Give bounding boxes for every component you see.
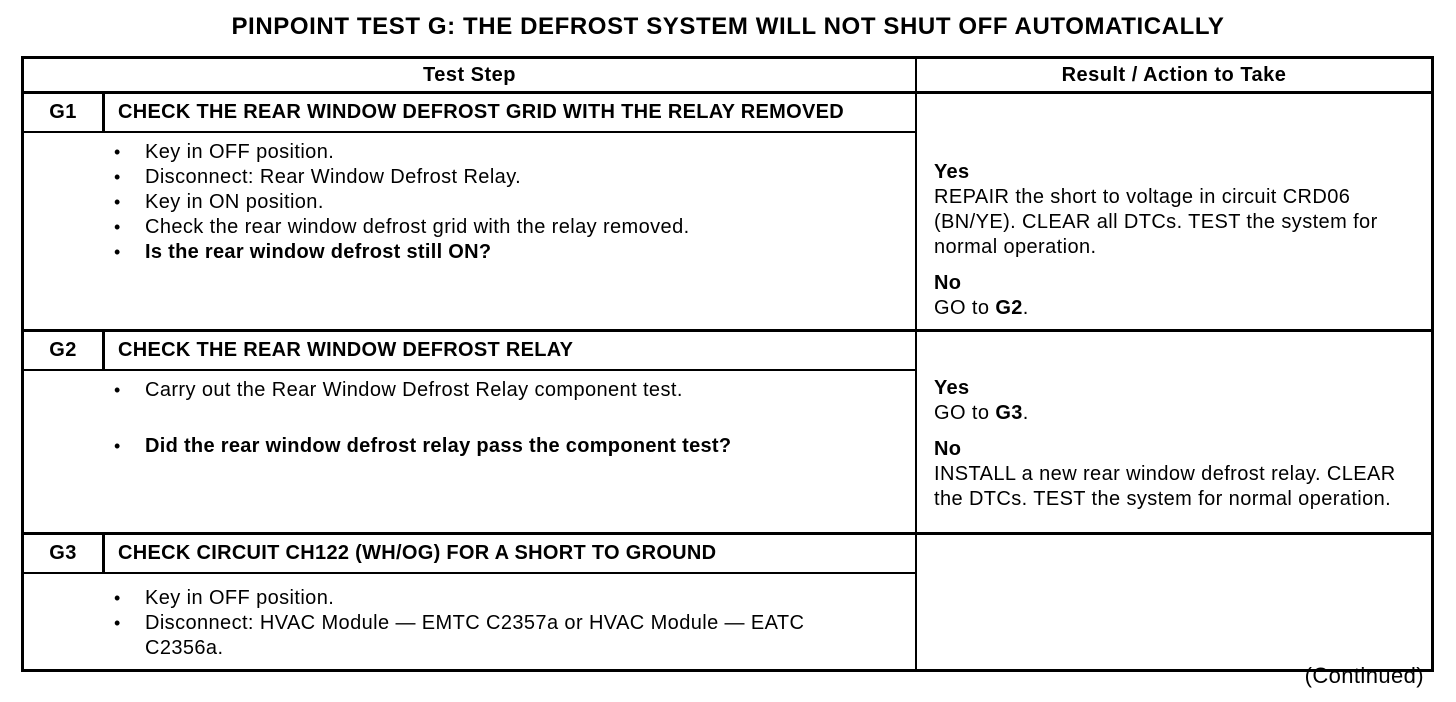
step-header-g3: G3 CHECK CIRCUIT CH122 (WH/OG) FOR A SHO…: [24, 535, 915, 574]
result-cell-g2: Yes GO to G3. No INSTALL a new rear wind…: [917, 332, 1431, 532]
step-title: CHECK THE REAR WINDOW DEFROST RELAY: [118, 339, 574, 361]
action-text: INSTALL a new rear window defrost relay.…: [934, 463, 1396, 510]
action-text: GO to G2.: [934, 296, 1412, 321]
table-header-row: Test Step Result / Action to Take: [24, 59, 1431, 91]
list-item: • Check the rear window defrost grid wit…: [114, 215, 895, 240]
step-header-g2: G2 CHECK THE REAR WINDOW DEFROST RELAY: [24, 332, 915, 371]
step-number: G3: [24, 535, 105, 572]
table-row-step-g2: G2 CHECK THE REAR WINDOW DEFROST RELAY •…: [24, 329, 1431, 532]
step-instructions-g3: • Key in OFF position. • Disconnect: HVA…: [24, 574, 915, 669]
continued-label: (Continued): [1304, 663, 1424, 688]
instruction-text: Key in OFF position.: [145, 141, 335, 163]
test-step-cell-g1: G1 CHECK THE REAR WINDOW DEFROST GRID WI…: [24, 94, 917, 329]
list-item: • Did the rear window defrost relay pass…: [114, 434, 895, 459]
step-number: G1: [24, 94, 105, 131]
list-item: • Carry out the Rear Window Defrost Rela…: [114, 378, 895, 403]
bullet-icon: •: [114, 217, 121, 237]
bullet-icon: •: [114, 242, 121, 262]
action-suffix: .: [1022, 402, 1029, 424]
action-suffix: .: [1022, 297, 1029, 319]
pinpoint-test-table: Test Step Result / Action to Take G1 CHE…: [21, 56, 1434, 672]
result-cell-g1: Yes REPAIR the short to voltage in circu…: [917, 94, 1431, 329]
step-number: G2: [24, 332, 105, 369]
step-question-text: Did the rear window defrost relay pass t…: [145, 435, 732, 457]
list-item: • Key in OFF position.: [114, 586, 895, 611]
list-item: • Key in OFF position.: [114, 140, 895, 165]
bullet-icon: •: [114, 142, 121, 162]
step-title: CHECK THE REAR WINDOW DEFROST GRID WITH …: [118, 101, 845, 123]
step-reference: G2: [995, 297, 1023, 319]
answer-label: No: [934, 272, 962, 294]
list-item: • Disconnect: Rear Window Defrost Relay.: [114, 165, 895, 190]
action-prefix: GO to: [934, 297, 996, 319]
page-title: PINPOINT TEST G: THE DEFROST SYSTEM WILL…: [231, 13, 1225, 40]
list-item: • Is the rear window defrost still ON?: [114, 240, 895, 265]
step-title: CHECK CIRCUIT CH122 (WH/OG) FOR A SHORT …: [118, 542, 717, 564]
table-row-step-g3: G3 CHECK CIRCUIT CH122 (WH/OG) FOR A SHO…: [24, 532, 1431, 669]
bullet-icon: •: [114, 436, 121, 456]
instruction-text: Key in ON position.: [145, 191, 324, 213]
step-instructions-g2: • Carry out the Rear Window Defrost Rela…: [24, 371, 915, 532]
action-text: REPAIR the short to voltage in circuit C…: [934, 186, 1378, 258]
table-row-step-g1: G1 CHECK THE REAR WINDOW DEFROST GRID WI…: [24, 91, 1431, 329]
result-no-block: No INSTALL a new rear window defrost rel…: [934, 437, 1417, 512]
action-prefix: GO to: [934, 402, 996, 424]
column-header-result: Result / Action to Take: [1061, 64, 1287, 86]
action-text: GO to G3.: [934, 401, 1412, 426]
instruction-text: Check the rear window defrost grid with …: [145, 216, 690, 238]
bullet-icon: •: [114, 588, 121, 608]
bullet-icon: •: [114, 613, 121, 633]
instruction-text: Disconnect: Rear Window Defrost Relay.: [145, 166, 522, 188]
test-step-cell-g3: G3 CHECK CIRCUIT CH122 (WH/OG) FOR A SHO…: [24, 535, 917, 669]
answer-label: No: [934, 438, 962, 460]
bullet-icon: •: [114, 380, 121, 400]
bullet-icon: •: [114, 167, 121, 187]
result-yes-block: Yes REPAIR the short to voltage in circu…: [934, 160, 1417, 260]
step-instructions-g1: • Key in OFF position. • Disconnect: Rea…: [24, 133, 915, 329]
answer-label: Yes: [934, 161, 970, 183]
step-question-text: Is the rear window defrost still ON?: [145, 241, 492, 263]
result-no-block: No GO to G2.: [934, 271, 1417, 321]
instruction-text: Carry out the Rear Window Defrost Relay …: [145, 379, 683, 401]
test-step-cell-g2: G2 CHECK THE REAR WINDOW DEFROST RELAY •…: [24, 332, 917, 532]
result-yes-block: Yes GO to G3.: [934, 376, 1417, 426]
column-header-test-step: Test Step: [24, 59, 917, 91]
result-cell-g3: [917, 535, 1431, 669]
step-header-g1: G1 CHECK THE REAR WINDOW DEFROST GRID WI…: [24, 94, 915, 133]
bullet-icon: •: [114, 192, 121, 212]
list-item: • Disconnect: HVAC Module — EMTC C2357a …: [114, 611, 895, 661]
list-item: • Key in ON position.: [114, 190, 895, 215]
step-reference: G3: [995, 402, 1023, 424]
answer-label: Yes: [934, 377, 970, 399]
instruction-text: Disconnect: HVAC Module — EMTC C2357a or…: [145, 612, 805, 659]
instruction-text: Key in OFF position.: [145, 587, 335, 609]
